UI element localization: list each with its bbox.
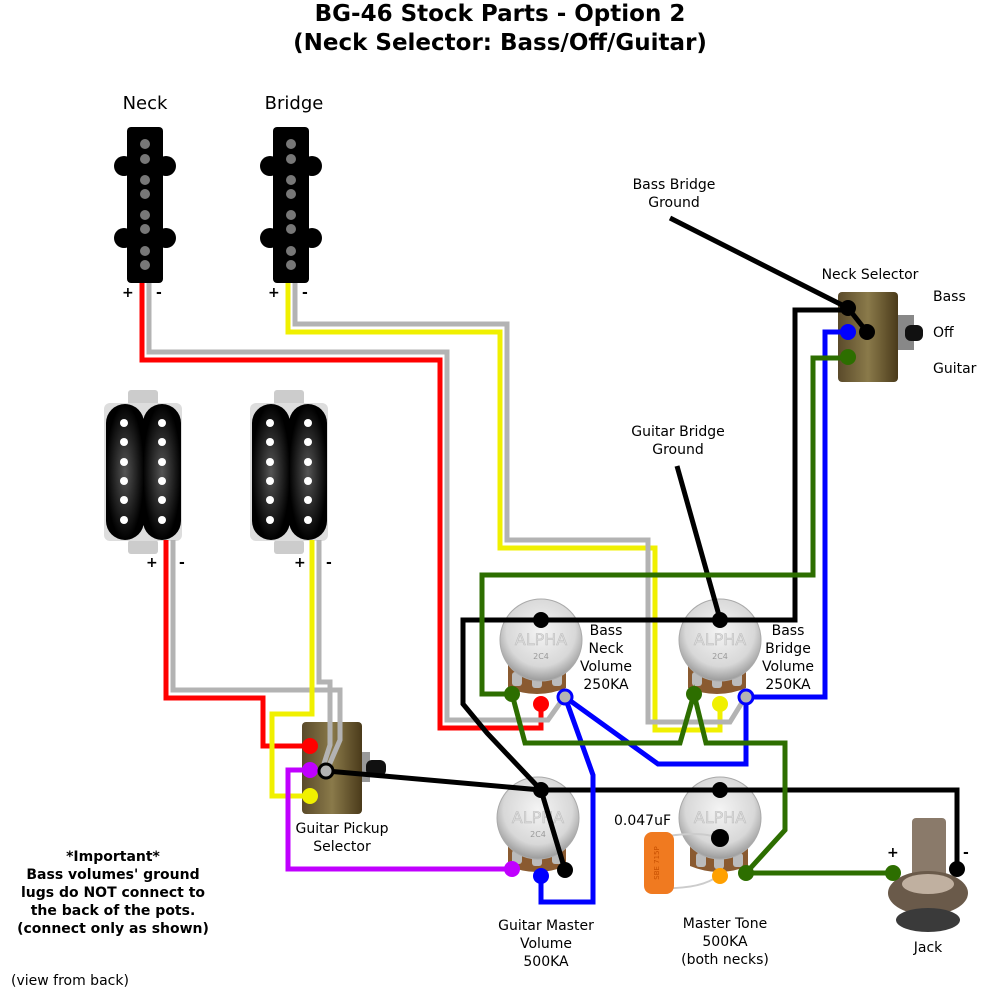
neck-selector-pos-off: Off <box>933 325 954 341</box>
svg-text:ALPHA: ALPHA <box>694 630 747 649</box>
bass-neck-minus: - <box>156 285 162 301</box>
label-bass-neck-volume: Bass Neck Volume 250KA <box>579 623 633 693</box>
wire-black-guitar-bridge-ground <box>674 465 723 620</box>
wire-black-ground-bus <box>541 787 960 869</box>
guitar-neck-plus: + <box>146 555 158 571</box>
label-guitar-pickup-selector: Guitar Pickup Selector <box>295 821 389 855</box>
bass-bridge-minus: - <box>302 285 308 301</box>
svg-text:2C4: 2C4 <box>712 652 728 661</box>
guitar-neck-humbucker <box>104 390 182 554</box>
label-master-tone: Master Tone 500KA (both necks) <box>681 916 769 968</box>
guitar-bridge-minus: - <box>326 555 332 571</box>
capacitor-0047uf: SBE 715P <box>644 832 719 894</box>
wire-black-selector-to-master <box>326 768 542 793</box>
label-guitar-bridge-ground: Guitar Bridge Ground <box>631 424 725 458</box>
svg-text:SBE 715P: SBE 715P <box>653 846 661 879</box>
label-bass-bridge-volume: Bass Bridge Volume 250KA <box>761 623 815 693</box>
pot-guitar-master-volume: ALPHA 2C4 <box>496 776 580 872</box>
bass-neck-pickup <box>114 127 176 283</box>
footer-view-note: (view from back) <box>11 973 129 989</box>
label-guitar-master-volume: Guitar Master Volume 500KA <box>498 918 594 970</box>
wire-yellow-bass-bridge-plus <box>285 283 723 733</box>
label-jack: Jack <box>913 940 943 956</box>
solder-points <box>302 300 965 884</box>
wire-green-neck-selector <box>479 355 848 697</box>
wire-gray-gneck-minus <box>170 540 343 771</box>
diagram-title: BG-46 Stock Parts - Option 2 (Neck Selec… <box>0 0 1000 58</box>
wire-gray-bass-bridge-minus <box>292 283 749 725</box>
wire-green-neck-pot-out <box>509 684 788 875</box>
wire-gray-gbridge-minus <box>316 540 333 771</box>
wire-red-bass-neck-plus <box>139 283 544 731</box>
wire-gray-bass-neck-minus <box>146 283 568 723</box>
bass-bridge-pickup <box>260 127 322 283</box>
wire-black-bass-bridge-ground <box>668 215 850 311</box>
neck-selector-pos-guitar: Guitar <box>933 361 977 377</box>
wire-blue-master-vol <box>538 696 596 905</box>
label-neck-selector: Neck Selector <box>821 267 919 283</box>
guitar-bridge-plus: + <box>294 555 306 571</box>
pot-brand: ALPHA <box>515 630 568 649</box>
wire-black-to-neck-pot <box>460 307 848 792</box>
title-line-2: (Neck Selector: Bass/Off/Guitar) <box>293 30 707 56</box>
bass-bridge-plus: + <box>268 285 280 301</box>
pot-master-tone: ALPHA 2C4 <box>678 776 762 872</box>
output-jack <box>888 818 968 932</box>
guitar-neck-minus: - <box>179 555 185 571</box>
svg-text:ALPHA: ALPHA <box>694 808 747 827</box>
wire-red-gneck-plus <box>163 540 310 749</box>
label-bass-neck-pickup: Neck <box>122 93 168 114</box>
label-bass-bridge-ground: Bass Bridge Ground <box>632 177 716 211</box>
svg-text:2C4: 2C4 <box>533 652 549 661</box>
svg-text:ALPHA: ALPHA <box>512 808 565 827</box>
jack-plus: + <box>887 845 899 861</box>
wire-black-master-wiper <box>538 789 568 871</box>
label-bass-bridge-pickup: Bridge <box>264 93 324 114</box>
title-line-1: BG-46 Stock Parts - Option 2 <box>314 1 686 27</box>
bass-neck-plus: + <box>122 285 134 301</box>
svg-text:2C4: 2C4 <box>530 830 546 839</box>
label-capacitor: 0.047uF <box>614 813 672 829</box>
wire-purple-selector-to-master <box>285 767 512 872</box>
wire-yellow-gbridge-plus <box>269 540 315 799</box>
jack-minus: - <box>963 845 969 861</box>
guitar-bridge-humbucker <box>250 390 328 554</box>
neck-selector-pos-bass: Bass <box>933 289 966 305</box>
important-note: *Important* Bass volumes' ground lugs do… <box>17 849 209 937</box>
